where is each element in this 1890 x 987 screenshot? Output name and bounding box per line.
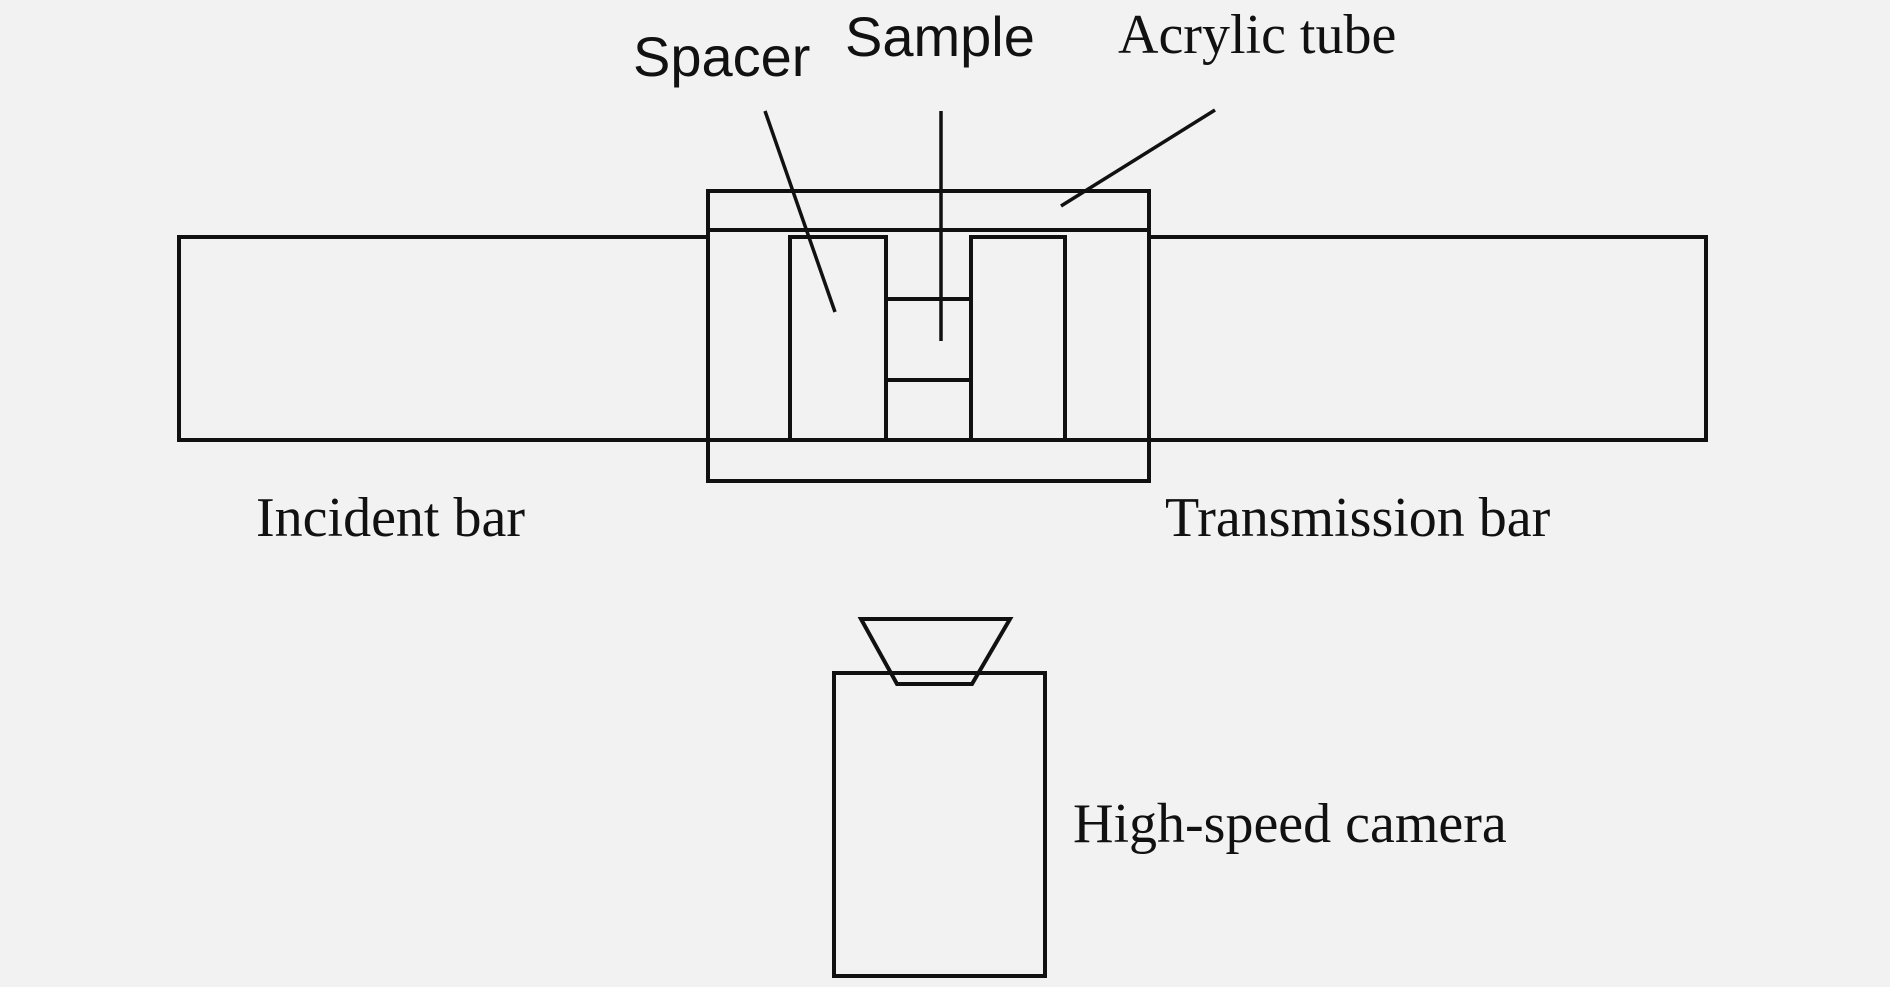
transmission-bar (1147, 235, 1708, 442)
incident-bar (177, 235, 710, 442)
transmission-bar-label: Transmission bar (1165, 487, 1551, 549)
camera-lens (857, 617, 1014, 686)
acrylic-tube-label: Acrylic tube (1118, 4, 1396, 66)
spacer-left (788, 235, 888, 442)
high-speed-camera-label: High-speed camera (1073, 793, 1507, 855)
acrylic-tube (706, 189, 1151, 483)
acrylic-tube-leader-line (1060, 108, 1216, 208)
high-speed-camera-body (832, 671, 1047, 978)
spacer-label: Spacer (633, 25, 810, 88)
incident-bar-label: Incident bar (256, 487, 525, 549)
sample-label: Sample (845, 5, 1035, 68)
spacer-leader-line (763, 110, 837, 313)
spacer-right (969, 235, 1067, 442)
